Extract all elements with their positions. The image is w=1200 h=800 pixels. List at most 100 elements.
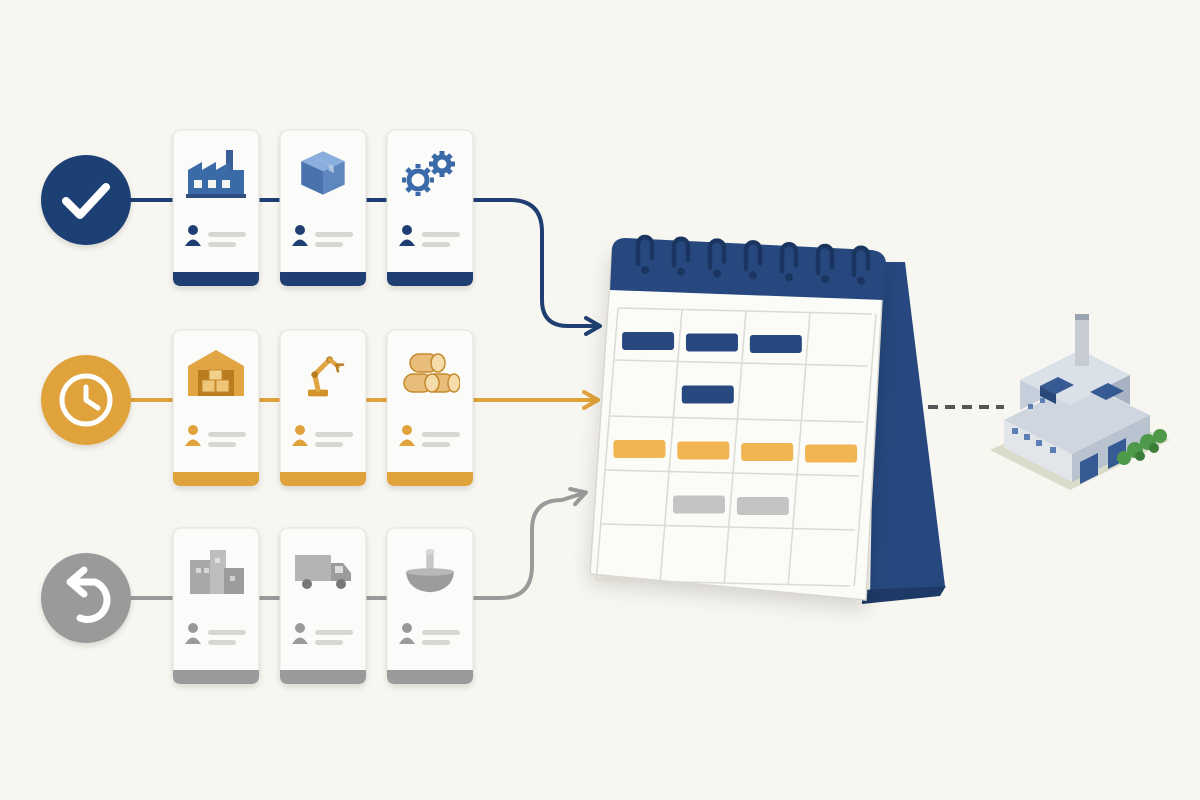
task-card[interactable]: [386, 129, 474, 287]
placeholder-line: [315, 442, 343, 447]
person-icon: [185, 623, 201, 644]
avatar-body: [185, 637, 201, 644]
status-circle: [41, 155, 131, 245]
card-status-bar: [387, 472, 473, 486]
ring-hole: [785, 273, 793, 282]
task-card[interactable]: [279, 129, 367, 287]
placeholder-line: [208, 432, 246, 437]
placeholder-line: [422, 640, 450, 645]
ring-hole: [677, 267, 685, 276]
placeholder-line: [315, 432, 353, 437]
person-icon: [399, 425, 415, 446]
person-icon: [185, 425, 201, 446]
card-body: [386, 129, 474, 287]
placeholder-line: [422, 242, 450, 247]
person-icon: [292, 225, 308, 246]
person-icon: [399, 623, 415, 644]
card-status-bar: [280, 472, 366, 486]
card-status-bar: [280, 670, 366, 684]
calendar-event-approved[interactable]: [681, 385, 734, 404]
binder-ring: [671, 236, 691, 269]
avatar-body: [292, 637, 308, 644]
grid-col-line: [659, 309, 683, 582]
status-circle: [41, 553, 131, 643]
calendar-event-approved[interactable]: [749, 335, 802, 353]
calendar-event-pending[interactable]: [805, 444, 858, 463]
placeholder-line: [208, 630, 246, 635]
avatar-head: [295, 225, 305, 235]
calendar-event-approved[interactable]: [685, 333, 738, 352]
calendar-grid: [595, 307, 877, 587]
ring-hole: [713, 269, 721, 278]
calendar-event-pending[interactable]: [613, 440, 666, 458]
binder-ring: [779, 241, 799, 274]
avatar-head: [295, 425, 305, 435]
task-card[interactable]: [172, 329, 260, 487]
card-status-bar: [173, 670, 259, 684]
card-body: [279, 329, 367, 487]
person-icon: [292, 425, 308, 446]
grid-row-line: [596, 579, 851, 587]
avatar-head: [188, 225, 198, 235]
avatar-head: [402, 623, 412, 633]
task-card[interactable]: [172, 527, 260, 685]
avatar-body: [185, 239, 201, 246]
calendar-event-returned[interactable]: [736, 497, 789, 515]
avatar-head: [188, 425, 198, 435]
calendar-event-approved[interactable]: [622, 332, 675, 350]
placeholder-line: [315, 630, 353, 635]
card-body: [279, 527, 367, 685]
clock-hands: [83, 384, 101, 411]
grid-col-line: [787, 312, 811, 585]
placeholder-line: [315, 232, 353, 237]
placeholder-line: [208, 242, 236, 247]
card-status-bar: [387, 272, 473, 286]
binder-ring: [743, 240, 763, 272]
checkmark-icon: [62, 183, 110, 219]
checkmark-stroke: [62, 183, 110, 219]
destination: [928, 314, 1170, 490]
avatar-body: [399, 439, 415, 446]
calendar-event-pending[interactable]: [677, 441, 730, 460]
placeholder-line: [208, 232, 246, 237]
undo-head: [66, 566, 88, 598]
placeholder-line: [208, 640, 236, 645]
task-card[interactable]: [279, 527, 367, 685]
grid-row-line: [600, 523, 855, 531]
avatar-body: [292, 239, 308, 246]
ring-hole: [749, 271, 757, 280]
task-card[interactable]: [386, 527, 474, 685]
avatar-head: [402, 425, 412, 435]
avatar-body: [292, 439, 308, 446]
status-badge-pending: [41, 355, 131, 445]
calendar-event-returned[interactable]: [673, 495, 725, 514]
task-card[interactable]: [279, 329, 367, 487]
calendar-event-pending[interactable]: [741, 443, 794, 461]
avatar-head: [402, 225, 412, 235]
grid-row-line: [613, 359, 868, 367]
binder-ring: [635, 234, 655, 267]
binder-ring: [815, 243, 835, 276]
undo-arc: [72, 578, 111, 623]
avatar-body: [185, 439, 201, 446]
person-icon: [399, 225, 415, 246]
grid-col-line: [595, 307, 619, 581]
calendar-stand-base: [862, 586, 946, 604]
task-card[interactable]: [172, 129, 260, 287]
placeholder-line: [422, 442, 450, 447]
calendar-stand: [870, 262, 945, 600]
avatar-body: [399, 239, 415, 246]
card-status-bar: [173, 472, 259, 486]
card-status-bar: [173, 272, 259, 286]
person-icon: [185, 225, 201, 246]
status-badge-returned: [41, 553, 131, 643]
task-card[interactable]: [386, 329, 474, 487]
clock-face: [59, 373, 113, 427]
placeholder-line: [422, 232, 460, 237]
grid-row-line: [605, 469, 860, 477]
grid-row-line: [609, 415, 864, 423]
grid-col-line: [723, 310, 747, 584]
avatar-head: [295, 623, 305, 633]
placeholder-line: [315, 242, 343, 247]
